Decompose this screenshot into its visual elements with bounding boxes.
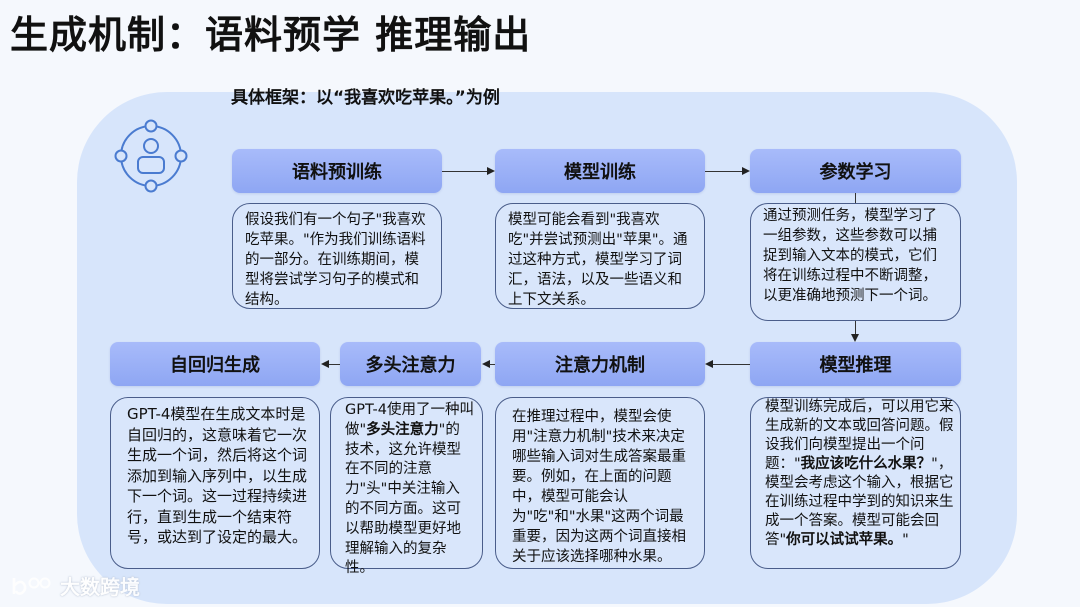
step-description-corpus-pretraining: 假设我们有一个句子"我喜欢吃苹果。"作为我们训练语料的一部分。在训练期间，模型将… bbox=[232, 203, 442, 309]
arrow-left-icon bbox=[482, 360, 490, 368]
watermark-text: 大数跨境 bbox=[60, 575, 140, 599]
step-description-autoregressive-generation: GPT-4模型在生成文本时是自回归的，这意味着它一次生成一个词，然后将这个词添加… bbox=[110, 397, 320, 569]
page-title: 生成机制：语料预学 推理输出 bbox=[10, 13, 532, 57]
step-label: 模型训练 bbox=[564, 162, 636, 183]
connector-line bbox=[713, 364, 750, 365]
step-header-multi-head-attention: 多头注意力 bbox=[340, 342, 481, 386]
step-description-model-training: 模型可能会看到"我喜欢吃"并尝试预测出"苹果"。通过这种方式，模型学习了词汇，语… bbox=[495, 203, 705, 309]
connector-line bbox=[855, 321, 856, 335]
connector-line bbox=[442, 171, 487, 172]
arrow-left-icon bbox=[321, 360, 329, 368]
user-network-icon bbox=[110, 115, 192, 197]
step-description-attention-mechanism: 在推理过程中，模型会使用"注意力机制"技术来决定哪些输入词对生成答案最重要。例如… bbox=[495, 397, 705, 569]
arrow-left-icon bbox=[705, 360, 713, 368]
step-label: 参数学习 bbox=[819, 162, 892, 183]
step-description-model-inference: 模型训练完成后，可以用它来生成新的文本或回答问题。假设我们向模型提出一个问题："… bbox=[750, 397, 961, 569]
diagram-subtitle: 具体框架：以“我喜欢吃苹果。”为例 bbox=[231, 88, 500, 108]
step-header-attention-mechanism: 注意力机制 bbox=[495, 342, 705, 386]
step-label: 自回归生成 bbox=[170, 355, 260, 376]
arrow-down-icon bbox=[851, 334, 859, 342]
connector-line bbox=[705, 171, 742, 172]
brand-logo-icon bbox=[12, 577, 51, 595]
step-header-parameter-learning: 参数学习 bbox=[750, 149, 961, 193]
step-header-model-inference: 模型推理 bbox=[750, 342, 961, 386]
step-label: 多头注意力 bbox=[365, 355, 456, 376]
step-header-autoregressive-generation: 自回归生成 bbox=[110, 342, 320, 386]
step-description-parameter-learning: 通过预测任务，模型学习了一组参数，这些参数可以捕捉到输入文本的模式，它们将在训练… bbox=[750, 203, 961, 321]
connector-line bbox=[329, 364, 340, 365]
step-header-model-training: 模型训练 bbox=[495, 149, 705, 193]
step-label: 注意力机制 bbox=[555, 355, 645, 376]
step-header-corpus-pretraining: 语料预训练 bbox=[232, 149, 442, 193]
watermark-logo: 大数跨境 bbox=[10, 571, 140, 600]
step-label: 模型推理 bbox=[819, 355, 892, 376]
arrow-right-icon bbox=[487, 167, 495, 175]
step-description-multi-head-attention: GPT-4使用了一种叫做"多头注意力"的技术，这允许模型在不同的注意力"头"中关… bbox=[330, 397, 483, 576]
step-label: 语料预训练 bbox=[292, 162, 382, 183]
connector-line bbox=[855, 193, 856, 203]
connector-line bbox=[489, 364, 495, 365]
arrow-right-icon bbox=[742, 167, 750, 175]
